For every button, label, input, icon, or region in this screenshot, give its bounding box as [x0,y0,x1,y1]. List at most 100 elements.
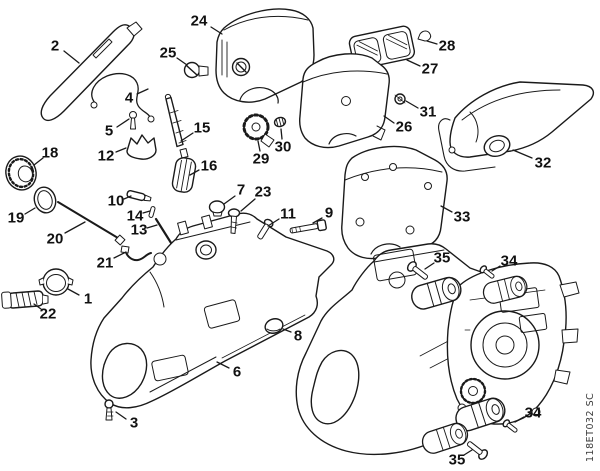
callout-leader-line [64,221,86,234]
screw-34-illustration [502,419,518,433]
part-number-label: 6 [233,364,241,381]
bracket-12-illustration [126,134,157,160]
callout-8: 8 [282,328,302,345]
tank-housing-6-illustration [90,212,335,409]
callout-leader-line [115,411,127,420]
callout-30: 30 [275,128,291,156]
part-number-label: 8 [294,328,302,345]
callout-5: 5 [105,118,130,140]
callout-29: 29 [253,140,270,168]
callout-35: 35 [449,449,473,469]
callout-27: 27 [406,59,438,78]
twist-knob-29-illustration [242,113,275,148]
part-number-label: 21 [97,255,114,272]
callout-leader-line [116,118,130,128]
part-number-label: 1 [84,291,92,308]
callout-34: 34 [514,405,542,423]
fuel-cap-18-illustration [5,155,37,191]
callout-leader-line [136,88,149,95]
callout-leader-line [424,262,435,270]
part-number-label: 25 [160,45,177,62]
callout-leader-line [142,210,151,214]
callout-leader-line [514,416,525,423]
grommet-30-illustration [273,116,287,128]
vent-rod-20-illustration [57,201,126,246]
callout-leader-line [491,265,501,272]
callout-leader-line [176,57,188,66]
callout-leader-line [280,128,283,140]
callout-7: 7 [223,182,245,205]
callout-leader-line [223,195,236,205]
part-number-label: 33 [454,209,471,226]
callout-11: 11 [267,206,296,227]
part-number-label: 35 [449,452,466,469]
callout-leader-line [146,224,158,229]
handle-cover-32-illustration [438,81,595,172]
callout-20: 20 [47,221,86,248]
callout-33: 33 [440,205,471,226]
callout-leader-line [33,303,42,310]
part-number-label: 24 [191,13,208,30]
callout-leader-line [24,207,36,215]
bolt-35-illustration [406,261,429,280]
valve-28-illustration [417,30,432,42]
shroud-26-illustration [298,53,390,149]
part-number-label: 29 [253,151,270,168]
callout-leader-line [440,205,453,213]
part-number-label: 28 [439,38,456,55]
part-number-label: 31 [420,104,437,121]
callout-4: 4 [125,88,149,107]
part-number-label: 4 [125,90,134,107]
wiring-harness-illustration [90,72,155,123]
part-number-label: 10 [108,193,125,210]
callout-22: 22 [33,303,56,323]
callout-leader-line [267,218,280,227]
plug-7-illustration [208,200,226,217]
part-number-label: 12 [98,148,115,165]
callout-leader-line [312,217,323,224]
callout-leader-line [406,59,421,67]
cap-8-illustration [264,318,284,334]
shroud-24-illustration [215,8,315,104]
part-number-label: 20 [47,231,64,248]
callout-19: 19 [8,207,36,227]
callout-24: 24 [191,13,223,35]
annular-buffer-illustration [411,276,462,310]
screw-3-illustration [104,399,114,421]
ring-1-illustration [38,268,74,296]
spring-hook-21-illustration [120,245,152,262]
annular-buffer-illustration [455,397,506,432]
part-number-label: 3 [130,415,138,432]
screw-5-illustration [129,111,137,130]
part-number-label: 34 [501,253,518,270]
part-number-label: 2 [51,38,59,55]
callout-15: 15 [180,120,210,142]
callout-35: 35 [424,250,451,270]
shroud-33-illustration [341,145,448,260]
grommet-31-illustration [394,93,406,105]
part-number-label: 18 [42,145,59,162]
callout-leader-line [426,40,438,45]
part-number-label: 16 [201,158,218,175]
document-code: 118ET032 SC [585,393,596,462]
callout-leader-line [33,157,44,166]
callout-9: 9 [312,205,333,224]
callout-23: 23 [240,184,271,212]
callout-18: 18 [33,145,59,166]
top-handle-illustration [40,21,143,122]
bolt-9-illustration [289,219,327,234]
annular-buffer-illustration [482,275,528,304]
callout-12: 12 [98,147,127,165]
screw-34-illustration [479,265,495,279]
part-number-label: 13 [131,222,148,239]
callout-leader-line [405,100,419,109]
callout-leader-line [123,195,132,200]
callout-leader-line [189,169,200,176]
part-number-label: 35 [434,250,451,267]
callout-leader-line [282,328,292,333]
callout-leader-line [383,115,395,124]
callout-28: 28 [426,38,456,55]
callout-32: 32 [512,149,551,172]
